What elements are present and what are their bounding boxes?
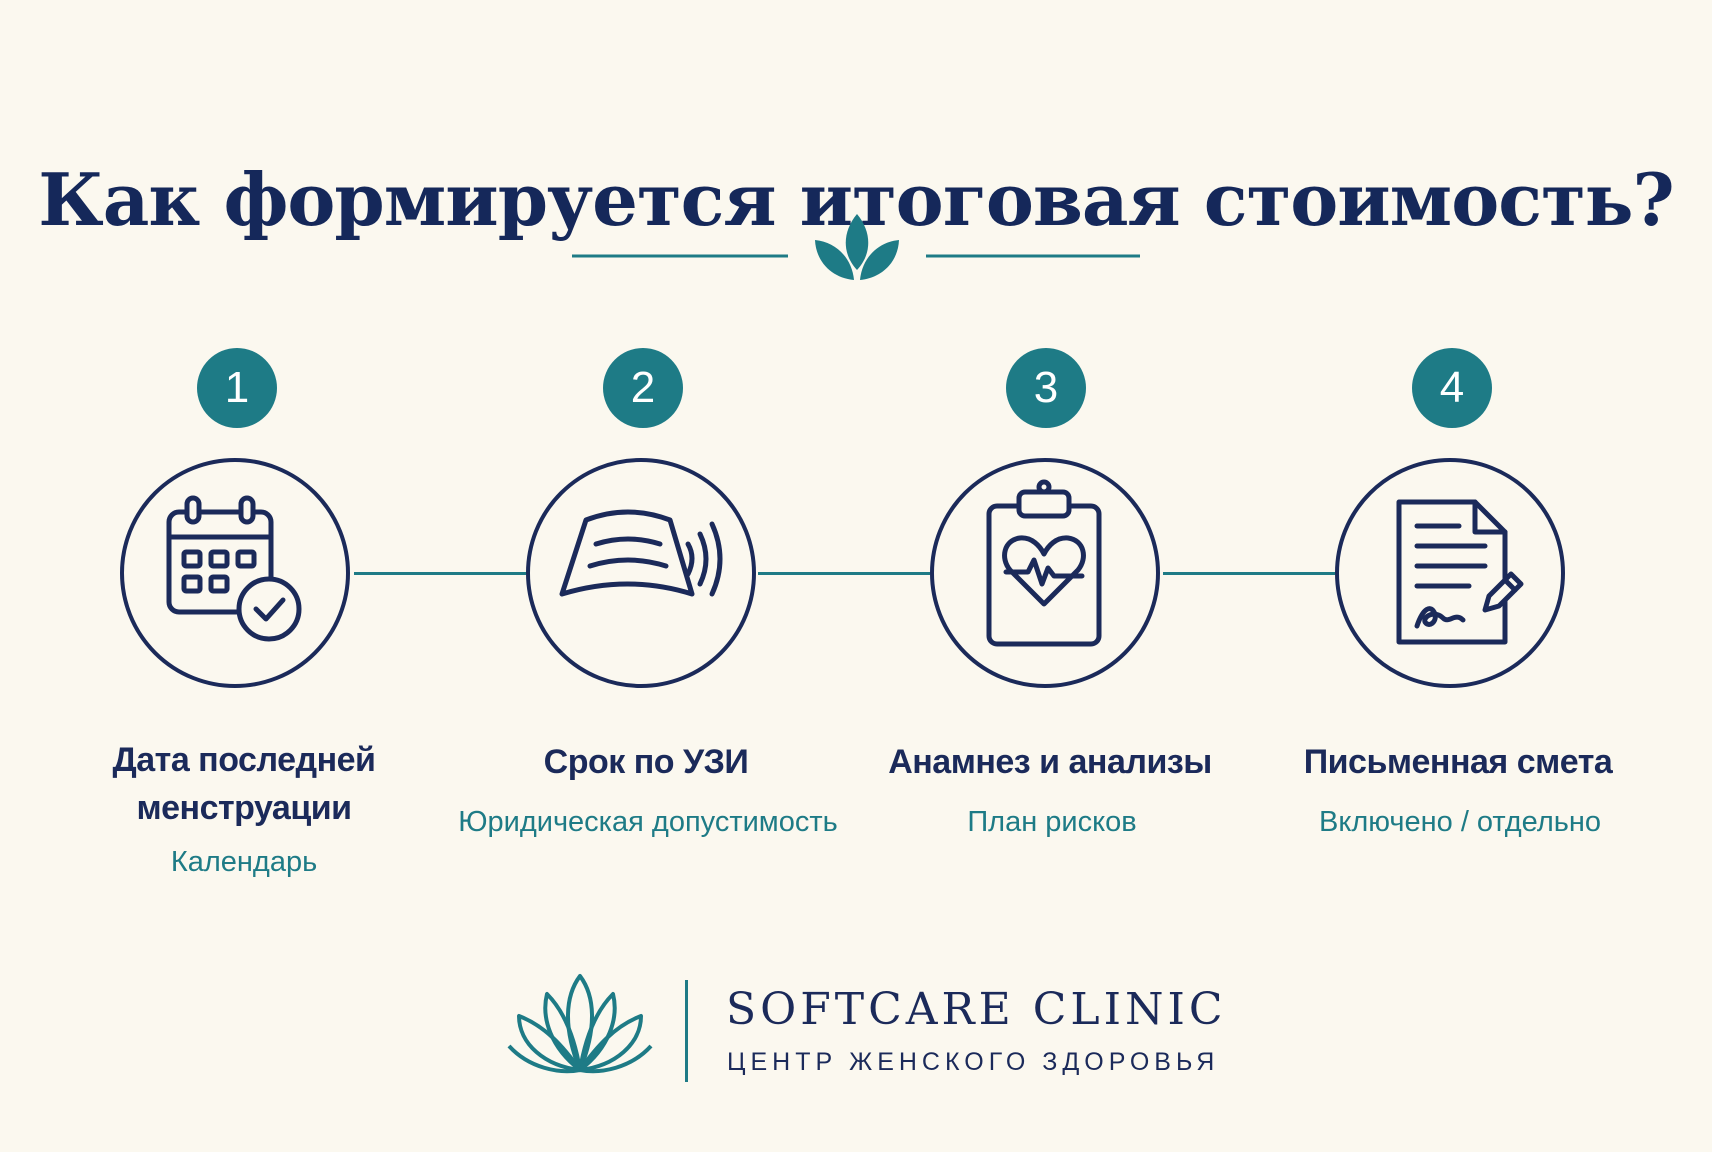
brand-name: SOFTCARE CLINIC — [726, 984, 1227, 1035]
step-2-sub: Юридическая допустимость — [458, 806, 838, 838]
signed-document-icon — [1396, 499, 1524, 645]
step-2-number: 2 — [603, 348, 683, 428]
brand-tagline: ЦЕНТР ЖЕНСКОГО ЗДОРОВЬЯ — [727, 1048, 1220, 1076]
step-2-circle — [526, 458, 756, 688]
step-2-label: Срок по УЗИ — [543, 743, 749, 781]
ultrasound-icon — [559, 509, 723, 597]
step-1-circle — [120, 458, 350, 688]
step-3-label: Анамнез и анализы — [888, 743, 1212, 781]
step-4-sub: Включено / отдельно — [1318, 806, 1601, 838]
step-3-number: 3 — [1006, 348, 1086, 428]
title-divider — [572, 214, 1140, 280]
step-4-number: 4 — [1412, 348, 1492, 428]
clipboard-heart-icon — [986, 479, 1102, 647]
lotus-logo-icon — [507, 974, 653, 1074]
leaf-ornament-icon — [815, 214, 899, 280]
brand-separator — [685, 980, 688, 1082]
step-4-circle — [1335, 458, 1565, 688]
connector-1-2 — [354, 572, 526, 575]
step-1-label-line2: менструации — [136, 789, 352, 827]
step-1-number: 1 — [197, 348, 277, 428]
step-3-sub: План рисков — [967, 806, 1137, 838]
step-3-circle — [930, 458, 1160, 688]
step-4-label: Письменная смета — [1303, 743, 1613, 781]
connector-2-3 — [758, 572, 930, 575]
calendar-check-icon — [166, 495, 302, 642]
step-1-sub: Календарь — [170, 846, 318, 878]
step-1-label-line1: Дата последней — [112, 741, 376, 779]
connector-3-4 — [1163, 572, 1335, 575]
